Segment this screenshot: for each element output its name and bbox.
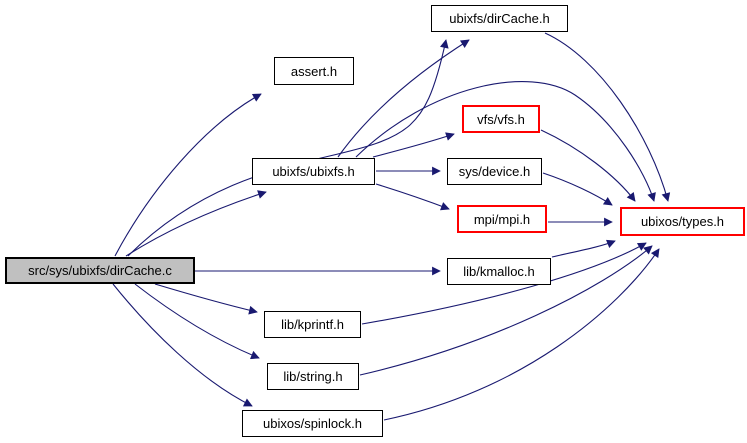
node-assert-h[interactable]: assert.h (274, 57, 354, 85)
edge-string_h-types_h (359, 245, 653, 376)
edge-dircache_h-types_h (544, 32, 671, 202)
edge-ubixfs_h-vfs_h (372, 132, 455, 158)
edge-dircache_c-assert_h (114, 93, 262, 257)
node-string-h[interactable]: lib/string.h (267, 363, 359, 390)
node-kprintf-h[interactable]: lib/kprintf.h (264, 311, 361, 338)
node-vfs-h[interactable]: vfs/vfs.h (462, 105, 540, 133)
edge-device_h-types_h (542, 172, 613, 206)
edge-spinlock_h-types_h (383, 248, 660, 421)
node-kmalloc-h[interactable]: lib/kmalloc.h (447, 258, 551, 285)
node-types-h[interactable]: ubixos/types.h (620, 207, 745, 236)
node-spinlock-h[interactable]: ubixos/spinlock.h (242, 410, 383, 437)
node-ubixfs-h[interactable]: ubixfs/ubixfs.h (252, 158, 375, 185)
node-dircache-h[interactable]: ubixfs/dirCache.h (431, 5, 568, 32)
edge-dircache_c-spinlock_h (112, 283, 253, 407)
edge-dircache_c-dircache_h (127, 39, 449, 257)
edge-kprintf_h-types_h (361, 242, 647, 325)
edge-ubixfs_h-types_h (355, 81, 656, 202)
node-device-h[interactable]: sys/device.h (447, 158, 542, 185)
edge-ubixfs_h-dircache_h (337, 39, 470, 158)
edge-dircache_c-kprintf_h (154, 283, 258, 315)
node-dircache-c[interactable]: src/sys/ubixfs/dirCache.c (5, 257, 195, 284)
edge-dircache_c-ubixfs_h (125, 190, 267, 257)
node-mpi-h[interactable]: mpi/mpi.h (457, 205, 547, 233)
edge-kmalloc_h-types_h (551, 239, 616, 258)
edge-ubixfs_h-mpi_h (375, 183, 450, 211)
edge-dircache_c-string_h (134, 283, 260, 360)
edge-vfs_h-types_h (540, 129, 636, 202)
